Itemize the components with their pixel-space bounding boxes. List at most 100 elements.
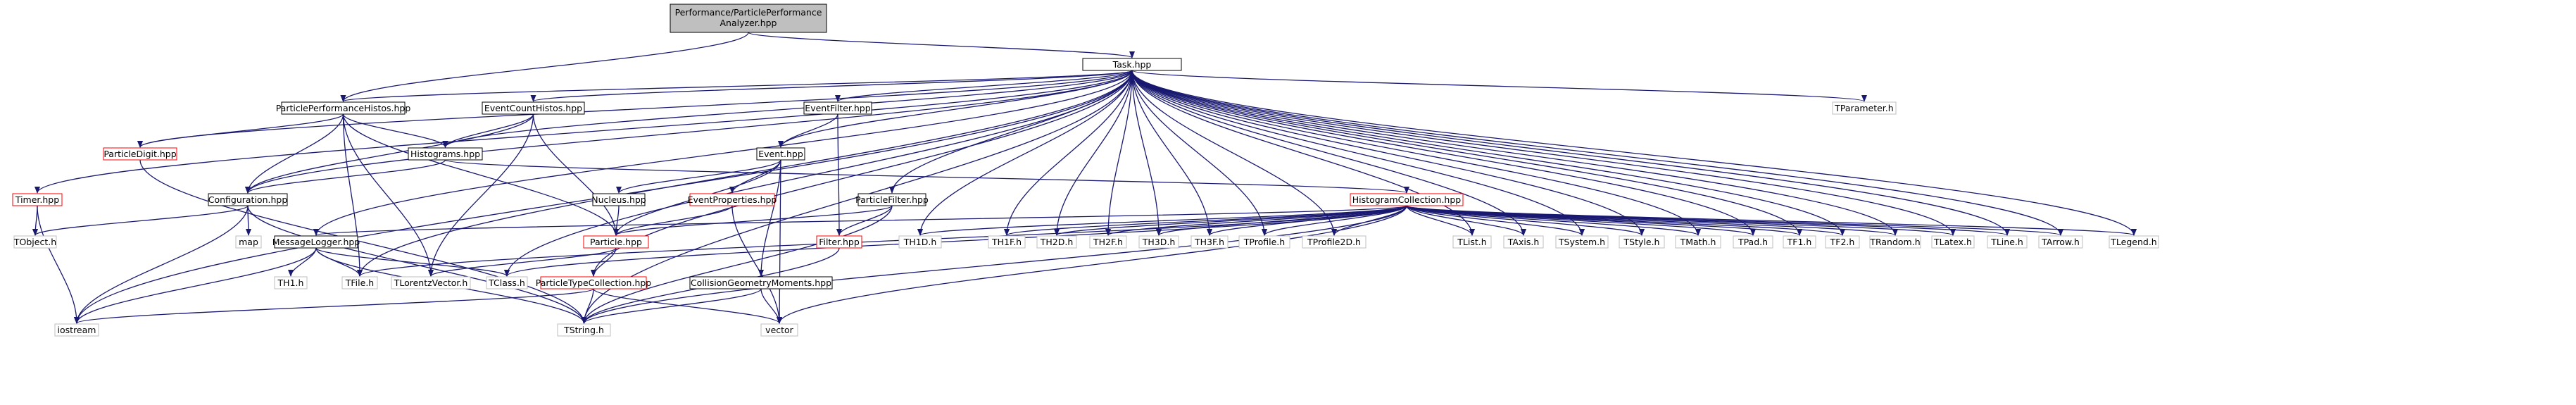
edge-task-to-tparameter	[1131, 70, 1867, 102]
edge-task-to-eventfilter	[835, 70, 1133, 102]
edge-histograms-to-configuration	[245, 159, 446, 194]
node-tf2[interactable]: TF2.h	[1825, 235, 1860, 249]
node-msglogger[interactable]: MessageLogger.hpp	[272, 235, 360, 249]
edge-configuration-to-tobject	[32, 205, 249, 236]
node-configuration[interactable]: Configuration.hpp	[208, 193, 288, 206]
node-tsystem[interactable]: TSystem.h	[1555, 235, 1609, 249]
node-task[interactable]: Task.hpp	[1082, 58, 1182, 71]
node-tprofile2d-box	[1302, 235, 1366, 249]
node-cgm[interactable]: CollisionGeometryMoments.hpp	[689, 276, 833, 289]
node-nucleus[interactable]: Nucleus.hpp	[591, 193, 646, 206]
node-pphistos[interactable]: ParticlePerformanceHistos.hpp	[276, 101, 411, 115]
node-configuration-label: Configuration.hpp	[208, 194, 288, 205]
edge-timer-to-tobject	[32, 205, 39, 236]
node-taxis-label: TAxis.h	[1507, 237, 1540, 247]
node-root[interactable]: Performance/ParticlePerformanceAnalyzer.…	[670, 4, 827, 33]
graph-nodes: Performance/ParticlePerformanceAnalyzer.…	[12, 4, 2159, 337]
node-tf2-box	[1825, 235, 1860, 249]
node-vector[interactable]: vector	[760, 323, 798, 337]
node-th1f[interactable]: TH1F.h	[988, 235, 1026, 249]
node-tlist[interactable]: TList.h	[1452, 235, 1492, 249]
node-particle[interactable]: Particle.hpp	[583, 235, 649, 249]
node-histcoll[interactable]: HistogramCollection.hpp	[1350, 193, 1464, 206]
node-th2d-box	[1036, 235, 1077, 249]
node-particledigit[interactable]: ParticleDigit.hpp	[103, 147, 177, 161]
node-tlatex[interactable]: TLatex.h	[1931, 235, 1975, 249]
node-tmath[interactable]: TMath.h	[1675, 235, 1721, 249]
node-particle-label: Particle.hpp	[590, 237, 642, 247]
node-filter[interactable]: Filter.hpp	[816, 235, 862, 249]
node-tf1-box	[1783, 235, 1816, 249]
node-tprofile[interactable]: TProfile.h	[1238, 235, 1290, 249]
node-tobject-box	[13, 235, 57, 249]
node-tline[interactable]: TLine.h	[1987, 235, 2028, 249]
node-tstyle[interactable]: TStyle.h	[1619, 235, 1665, 249]
node-th2f[interactable]: TH2F.h	[1089, 235, 1127, 249]
edge-event-to-nucleus	[616, 159, 781, 194]
node-eventprops[interactable]: EventProperties.hpp	[688, 193, 777, 206]
node-tline-label: TLine.h	[1990, 237, 2023, 247]
node-ptc[interactable]: ParticleTypeCollection.hpp	[536, 276, 652, 289]
edge-cgm-to-tstring	[581, 288, 762, 324]
node-th3d-box	[1138, 235, 1179, 249]
node-th1[interactable]: TH1.h	[274, 276, 308, 289]
node-tobject[interactable]: TObject.h	[13, 235, 57, 249]
node-tobject-label: TObject.h	[13, 237, 56, 247]
edge-histcoll-to-tfile	[357, 205, 1407, 277]
edge-particle-to-tlorentz	[428, 247, 617, 277]
node-tclass[interactable]: TClass.h	[486, 276, 528, 289]
node-iostream[interactable]: iostream	[54, 323, 99, 337]
node-th3f[interactable]: TH3F.h	[1190, 235, 1229, 249]
edge-histcoll-to-tlegend	[1406, 205, 2137, 236]
node-eventprops-box	[689, 193, 775, 206]
edge-particlefilter-to-tstring	[581, 205, 893, 324]
node-tpad[interactable]: TPad.h	[1733, 235, 1773, 249]
node-map[interactable]: map	[235, 235, 262, 249]
node-histograms-box	[408, 147, 483, 161]
node-event[interactable]: Event.hpp	[756, 147, 805, 161]
node-th1d[interactable]: TH1D.h	[898, 235, 942, 249]
node-particledigit-box	[103, 147, 177, 161]
dependency-edges	[32, 32, 2137, 324]
node-tfile-label: TFile.h	[345, 278, 374, 288]
node-tlatex-box	[1931, 235, 1975, 249]
edge-msglogger-to-iostream	[74, 247, 317, 324]
node-timer[interactable]: Timer.hpp	[12, 193, 63, 206]
node-particlefilter[interactable]: ParticleFilter.hpp	[855, 193, 929, 206]
edge-task-to-tstyle	[1131, 70, 1645, 236]
node-tarrow[interactable]: TArrow.h	[2038, 235, 2083, 249]
node-filter-label: Filter.hpp	[819, 237, 860, 247]
node-msglogger-label: MessageLogger.hpp	[272, 237, 360, 247]
node-particle-box	[583, 235, 649, 249]
edge-task-to-msglogger	[313, 70, 1133, 236]
node-th1d-box	[898, 235, 942, 249]
node-tf1-label: TF1.h	[1787, 237, 1812, 247]
node-vector-box	[760, 323, 798, 337]
node-tf1[interactable]: TF1.h	[1783, 235, 1816, 249]
node-tparameter[interactable]: TParameter.h	[1832, 101, 1897, 115]
edge-histcoll-to-vector	[777, 205, 1407, 324]
node-map-box	[235, 235, 262, 249]
node-tprofile2d[interactable]: TProfile2D.h	[1302, 235, 1366, 249]
node-trandom[interactable]: TRandom.h	[1869, 235, 1921, 249]
node-eventfilter[interactable]: EventFilter.hpp	[803, 101, 872, 115]
node-th3d[interactable]: TH3D.h	[1138, 235, 1179, 249]
node-tf2-label: TF2.h	[1830, 237, 1855, 247]
node-particledigit-label: ParticleDigit.hpp	[103, 149, 176, 159]
node-echistos[interactable]: EventCountHistos.hpp	[482, 101, 585, 115]
node-tstring[interactable]: TString.h	[557, 323, 611, 337]
node-tlorentz[interactable]: TLorentzVector.h	[391, 276, 471, 289]
node-msglogger-box	[274, 235, 358, 249]
node-filter-box	[816, 235, 862, 249]
node-taxis[interactable]: TAxis.h	[1503, 235, 1544, 249]
node-tarrow-label: TArrow.h	[2041, 237, 2080, 247]
edge-task-to-tf1	[1131, 70, 1802, 236]
node-histograms[interactable]: Histograms.hpp	[408, 147, 483, 161]
node-th2d-label: TH2D.h	[1040, 237, 1074, 247]
node-tlegend[interactable]: TLegend.h	[2109, 235, 2159, 249]
node-eventfilter-box	[803, 101, 872, 115]
edge-histograms-to-histcoll	[444, 159, 1409, 194]
node-tfile[interactable]: TFile.h	[341, 276, 378, 289]
node-th2d[interactable]: TH2D.h	[1036, 235, 1077, 249]
node-pphistos-label: ParticlePerformanceHistos.hpp	[276, 103, 411, 113]
